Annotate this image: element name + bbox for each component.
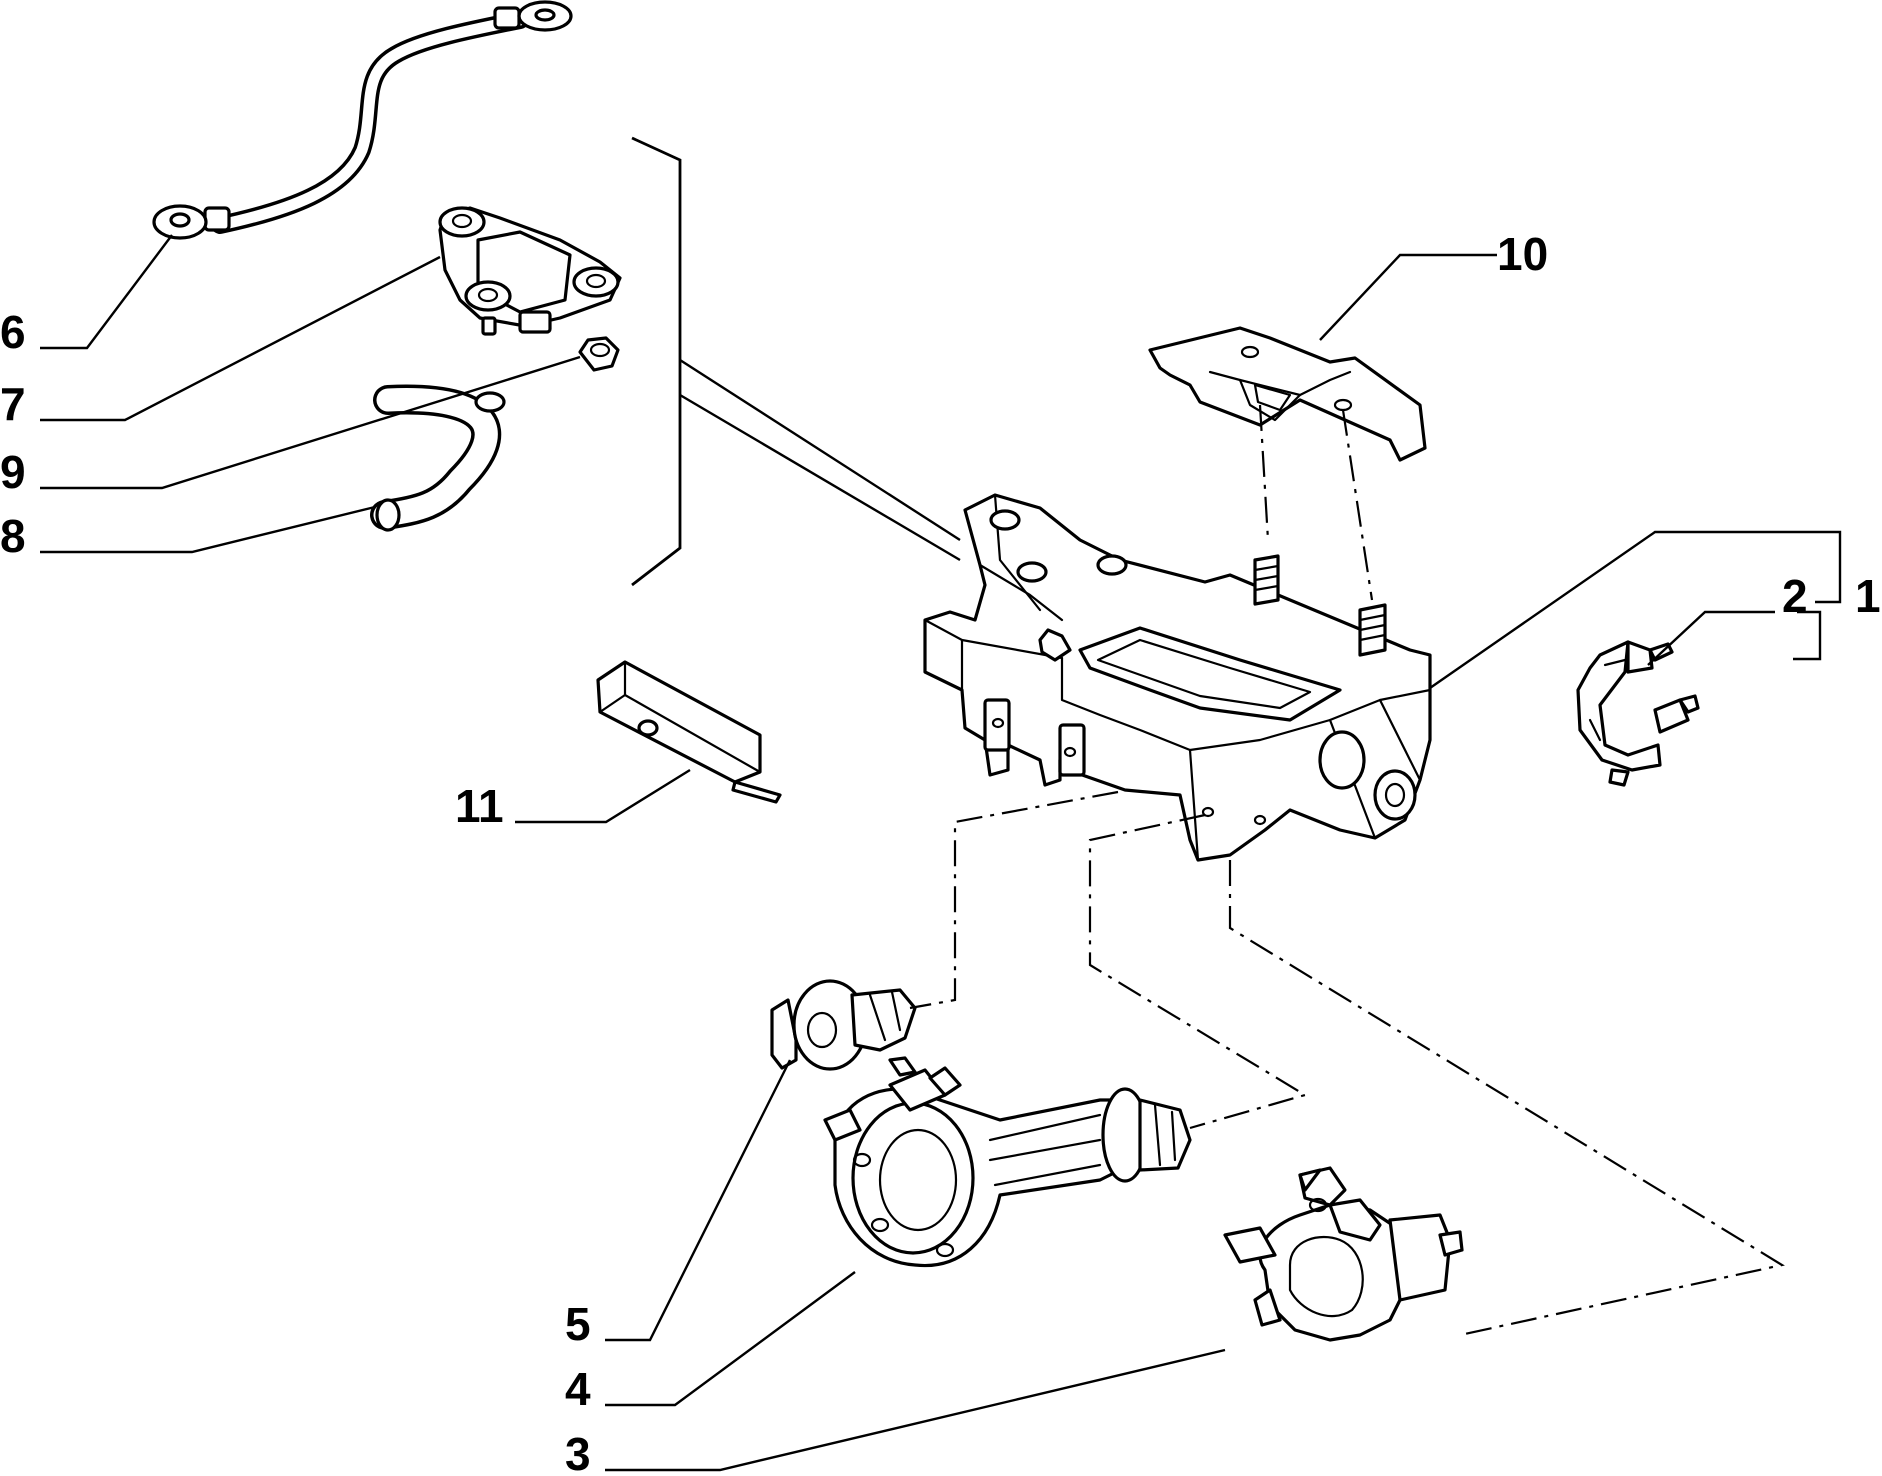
callout-1: 1 bbox=[1855, 570, 1881, 622]
clip-part-2 bbox=[1576, 640, 1700, 787]
clamp-part-3 bbox=[1223, 1166, 1464, 1342]
callout-11: 11 bbox=[455, 780, 504, 832]
leader-lines bbox=[40, 234, 1842, 1472]
callout-4: 4 bbox=[565, 1363, 591, 1415]
shaft-bushing-part-4 bbox=[823, 1056, 1192, 1268]
callout-labels: 6 7 9 8 11 10 2 1 5 4 3 bbox=[0, 228, 1881, 1476]
callout-9: 9 bbox=[0, 446, 26, 498]
callout-10: 10 bbox=[1497, 228, 1548, 280]
push-plug-part-5 bbox=[770, 979, 917, 1071]
pedal-support-frame-part-1 bbox=[923, 493, 1432, 862]
vacuum-hose-part-8 bbox=[370, 384, 506, 532]
sensor-module-part-7 bbox=[438, 206, 622, 336]
ground-cable-part-6 bbox=[152, 0, 573, 240]
rubber-strip-part-11 bbox=[596, 660, 782, 804]
callout-6: 6 bbox=[0, 306, 26, 358]
callout-5: 5 bbox=[565, 1298, 591, 1350]
assembly-lines bbox=[631, 136, 1785, 1337]
nut-part-9 bbox=[578, 336, 620, 372]
callout-2: 2 bbox=[1782, 570, 1808, 622]
callout-3: 3 bbox=[565, 1428, 591, 1476]
mounting-bracket-part-10 bbox=[1148, 326, 1427, 462]
callout-8: 8 bbox=[0, 510, 26, 562]
callout-7: 7 bbox=[0, 378, 26, 430]
